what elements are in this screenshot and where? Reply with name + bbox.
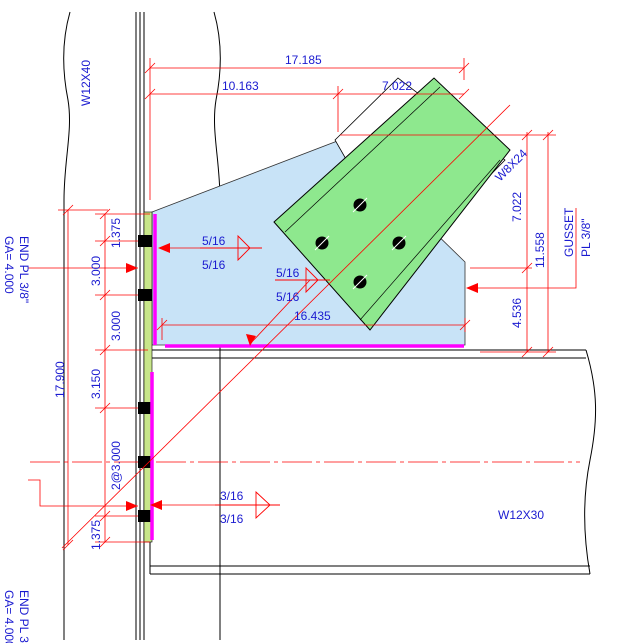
dim-col-1375-bot: 1.375: [89, 520, 103, 550]
dimension-lines: [28, 58, 577, 551]
bolt: [138, 289, 152, 301]
end-plate-top-line1: END PL 3/8": [17, 236, 31, 303]
beam-label: W12X30: [498, 508, 544, 522]
gusset-label-line2: PL 3/8": [579, 218, 593, 257]
dim-left-overall: 17.900: [53, 361, 67, 398]
bolt: [391, 235, 407, 251]
weld-2-bot: 5/16: [276, 290, 300, 304]
brace: [273, 77, 511, 331]
bolt: [314, 235, 330, 251]
dim-top-left: 10.163: [222, 79, 259, 93]
dim-brace-side: 7.022: [510, 192, 524, 222]
dim-col-3000-b: 3.000: [109, 311, 123, 341]
weld-3-top: 3/16: [220, 489, 244, 503]
dim-top-right: 7.022: [382, 79, 412, 93]
dim-col-3150: 3.150: [89, 369, 103, 399]
weld-3-bot: 3/16: [220, 512, 244, 526]
dim-col-2at3000: 2@3.000: [109, 441, 123, 490]
weld-1-bot: 5/16: [202, 258, 226, 272]
brace-bolts: [314, 197, 407, 290]
welds: [150, 214, 464, 540]
dim-gusset-height: 11.558: [533, 232, 547, 268]
dim-right-lower: 4.536: [510, 298, 524, 328]
bolt: [352, 197, 368, 213]
bolt: [138, 456, 152, 468]
dim-col-3000-a: 3.000: [89, 256, 103, 286]
dim-top-overall: 17.185: [285, 53, 322, 67]
gusset-label-line1: GUSSET: [562, 207, 576, 257]
end-plate-bot-line1: END PL 3/8": [17, 590, 31, 643]
column-label: W12X40: [79, 60, 93, 106]
bolt: [138, 235, 152, 247]
weld-1-top: 5/16: [202, 234, 226, 248]
dim-gusset-bottom: 16.435: [294, 309, 331, 323]
weld-2-top: 5/16: [276, 266, 300, 280]
end-plate-bot-line2: GA= 4.000: [2, 590, 16, 643]
bolt: [138, 402, 152, 414]
end-plate-top-line2: GA= 4.000: [2, 236, 16, 294]
column-bolts: [138, 235, 152, 522]
weld-symbols: [200, 234, 330, 520]
bolt: [352, 274, 368, 290]
bolt: [138, 510, 152, 522]
arrow-heads: [126, 243, 478, 511]
dim-col-1375-top: 1.375: [109, 218, 123, 248]
